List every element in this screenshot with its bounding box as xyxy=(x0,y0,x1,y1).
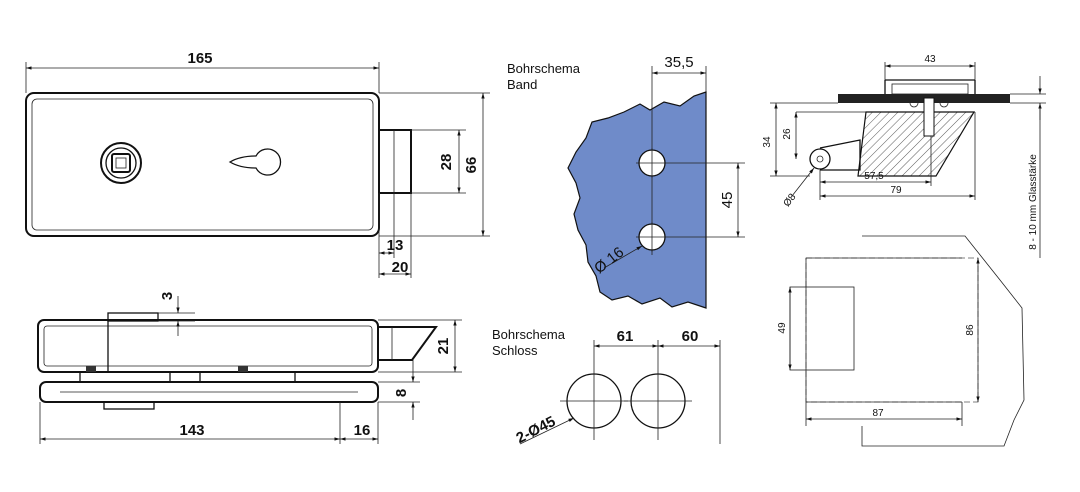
hinge-body xyxy=(857,111,976,177)
dim-hinge-79: 79 xyxy=(890,185,902,196)
dim-offset-13: 13 xyxy=(387,237,404,254)
dim-strike-86: 86 xyxy=(965,324,976,336)
dim-hinge-34: 34 xyxy=(762,136,773,148)
dim-schloss-hole-spec: 2-Ø45 xyxy=(514,413,559,447)
strike-frame xyxy=(805,257,979,403)
dim-hinge-43: 43 xyxy=(924,54,936,65)
lock-side-view: 3 21 8 143 16 xyxy=(37,292,462,444)
dim-band-45: 45 xyxy=(719,192,736,209)
dim-schloss-60: 60 xyxy=(682,328,699,345)
drill-scheme-band: Bohrschema Band 35,5 45 Ø 16 xyxy=(507,54,745,309)
cylinder-icon xyxy=(100,142,142,184)
dim-width-165: 165 xyxy=(187,50,212,67)
strike-plate-view: 49 86 87 xyxy=(777,235,1025,447)
label-glass-thickness: 8 - 10 mm Glasstärke xyxy=(1028,154,1039,250)
label-bohrschema-band-1: Bohrschema xyxy=(507,61,581,76)
dim-length-16: 16 xyxy=(354,422,371,439)
dim-top-3: 3 xyxy=(159,292,176,300)
label-bohrschema-schloss-2: Schloss xyxy=(492,343,538,358)
dim-hinge-dia8: Ø8 xyxy=(782,191,799,209)
lock-front-view: 165 66 28 13 20 xyxy=(25,50,490,278)
lock-body-inner xyxy=(31,98,374,231)
hinge-pin-circle xyxy=(809,148,831,170)
dim-length-143: 143 xyxy=(179,422,204,439)
dim-band-35-5: 35,5 xyxy=(664,54,693,71)
label-bohrschema-schloss-1: Bohrschema xyxy=(492,327,566,342)
dim-latch-28: 28 xyxy=(438,154,455,171)
hinge-section: 43 34 26 Ø8 57,5 79 8 - 10 mm Glasstärke xyxy=(762,54,1046,258)
dim-offset-20: 20 xyxy=(392,259,409,276)
strike-pocket xyxy=(789,286,855,371)
dim-hinge-26: 26 xyxy=(782,128,793,140)
latch-bolt xyxy=(378,129,412,194)
label-bohrschema-band-2: Band xyxy=(507,77,537,92)
dim-hinge-57-5: 57,5 xyxy=(864,171,884,182)
keyhole-icon xyxy=(228,148,282,176)
side-body xyxy=(37,319,379,373)
dim-strike-49: 49 xyxy=(777,322,788,334)
side-latch xyxy=(377,326,438,361)
drill-scheme-schloss: Bohrschema Schloss 61 60 2-Ø45 xyxy=(492,327,721,447)
dim-side-21: 21 xyxy=(435,338,452,355)
glass-panel-band xyxy=(567,91,707,309)
dim-schloss-61: 61 xyxy=(617,328,634,345)
lock-body-outline xyxy=(25,92,380,237)
dim-height-66: 66 xyxy=(463,157,480,174)
door-edge-outline xyxy=(861,235,1025,447)
dim-gap-8: 8 xyxy=(393,389,410,397)
dim-strike-87: 87 xyxy=(872,408,884,419)
